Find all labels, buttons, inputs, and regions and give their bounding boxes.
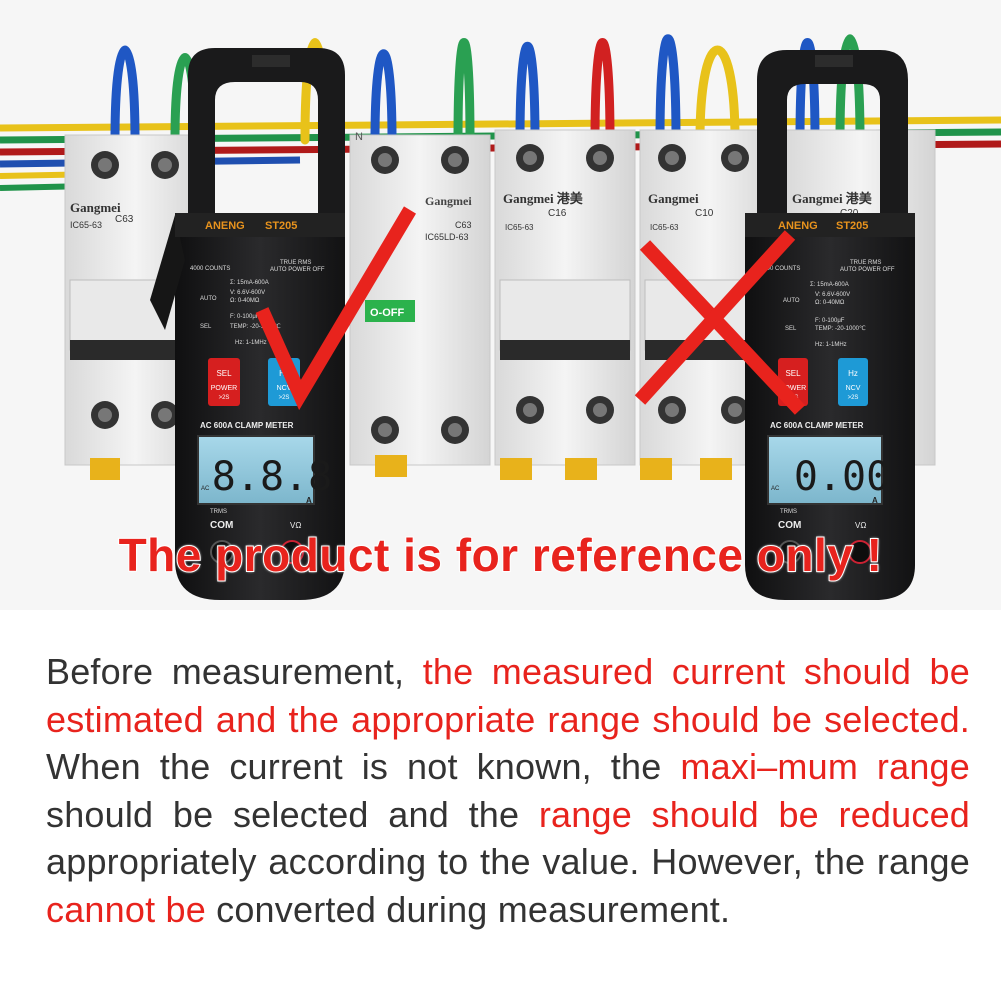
meter-range: Ω: 0-40MΩ [230,298,260,304]
vohm-jack[interactable] [280,540,304,564]
breaker-rating: C10 [695,208,714,219]
meter-auto-label: AUTO [783,298,800,304]
meter-feature: TRUE RMS [850,260,881,266]
com-jack[interactable] [210,540,234,564]
highlighted-text: maxi–mum range [680,746,971,787]
highlighted-text: range should be reduced [538,793,971,835]
body-text-segment: When the current is not known, the [46,746,681,787]
sel-power-button[interactable]: SEL POWER >2S [208,358,240,406]
meter-model: ST205 [265,220,297,232]
meter-range: Σ: 15mA-600A [230,280,269,286]
meter-brand: ANENG [205,220,245,232]
body-text-segment: appropriately according to the value. Ho… [46,841,970,882]
check-mark-icon [255,206,417,411]
meter-counts: 4000 COUNTS [760,266,800,272]
meter-feature: TRUE RMS [280,260,311,266]
lcd-mode: AC [771,486,780,492]
meter-brand: ANENG [778,220,818,232]
meter-model: ST205 [836,220,868,232]
breaker-brand: Gangmei [648,191,699,206]
meter-band-label: AC 600A CLAMP METER [200,421,294,430]
button-label: SEL [216,369,232,378]
meter-auto-label: AUTO [200,296,217,302]
breaker-brand: Gangmei 港美 [792,191,873,206]
meter-range: V: 6.6V-600V [815,292,850,298]
breaker-brand: Gangmei [70,200,121,215]
n-label: N [355,131,363,143]
lcd-trms: TRMS [210,509,227,515]
lcd-unit: A [306,496,312,505]
body-text-segment: Before measurement, [46,651,423,692]
button-label: >2S [279,395,290,401]
meter-range: F: 0-100μF [230,314,260,320]
breaker-rating: C16 [548,208,567,219]
meter-range: TEMP: -20-1000℃ [230,323,281,330]
meter-range: Hz: 1-1MHz [815,342,847,348]
clamp-meter-left: ANENG ST205 4000 COUNTS TRUE RMS AUTO PO… [150,48,345,600]
button-label: Hz [848,369,858,378]
highlighted-text: the measured current should be estimated… [46,651,971,740]
meter-sel-label: SEL [200,324,212,330]
product-photo: Gangmei IC65-63 C63 N Gangmei IC65LD-63 … [0,34,1001,600]
clamp-meter-right: ANENG ST205 4000 COUNTS TRUE RMS AUTO PO… [745,50,915,600]
lcd-trms: TRMS [780,509,797,515]
lcd-screen [767,435,883,505]
com-jack-label: COM [778,520,801,531]
button-label: >2S [219,395,230,401]
meter-range: V: 6.6V-600V [230,290,265,296]
button-label: NCV [277,385,292,392]
meter-range: Ω: 0-40MΩ [815,300,845,306]
lcd-screen [197,435,315,505]
breaker-brand: Gangmei [425,194,472,208]
breaker-rating: C63 [455,220,472,230]
disclaimer-caption: The product is for reference only ! [118,528,883,582]
body-text-segment: converted during measurement. [205,888,731,930]
meter-range: F: 0-100μF [815,318,845,324]
meter-feature: AUTO POWER OFF [270,267,325,273]
breaker-model: IC65LD-63 [425,232,469,242]
breaker-unit: N Gangmei IC65LD-63 C63 O-OFF [349,131,491,477]
hz-ncv-button[interactable]: Hz NCV >2S [838,358,868,406]
vohm-jack-label: VΩ [290,521,301,530]
meter-feature: AUTO POWER OFF [840,267,895,273]
breaker-model: IC65-63 [650,223,679,232]
breaker-model: IC65-63 [505,223,534,232]
breaker-brand: Gangmei 港美 [503,191,584,206]
breaker-rating: C63 [115,214,134,225]
highlighted-text: cannot be [46,888,206,930]
meter-sel-label: SEL [785,326,797,332]
meter-counts: 4000 COUNTS [190,266,230,272]
com-jack-label: COM [210,520,233,531]
lcd-reading: 8.8.8 [212,454,332,500]
button-label: POWER [780,385,806,392]
lcd-mode: AC [201,486,210,492]
meter-range: Hz: 1-1MHz [235,340,267,346]
lcd-unit: A [872,496,878,505]
wire-loops [110,34,865,145]
lcd-reading: 0.00 [794,454,890,500]
button-label: SEL [785,369,801,378]
meter-range: TEMP: -20-1000℃ [815,325,866,332]
button-label: POWER [211,385,237,392]
com-jack[interactable] [778,540,802,564]
off-label: O-OFF [370,307,404,319]
meter-band-label: AC 600A CLAMP METER [770,421,864,430]
cross-mark-icon [634,230,806,415]
button-label: NCV [846,385,861,392]
breaker-unit: Gangmei 港美 C16 IC65-63 [494,129,636,480]
body-text-segment: should be selected and the [46,793,539,835]
vohm-jack[interactable] [848,540,872,564]
vohm-jack-label: VΩ [855,521,866,530]
breaker-model: IC65-63 [70,220,102,230]
button-label: >2S [848,395,859,401]
measurement-instructions: Before measurement, the measured current… [46,648,970,933]
meter-range: Σ: 15mA-600A [810,282,849,288]
